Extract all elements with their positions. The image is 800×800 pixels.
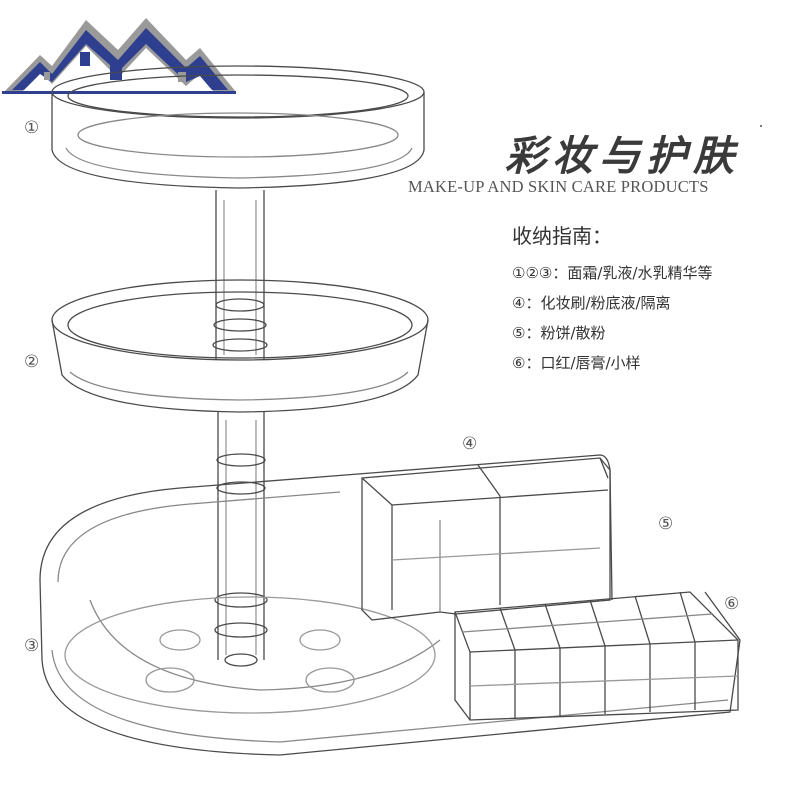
callout-4: ④ — [462, 434, 478, 454]
guide-line-3: ⑤：粉饼/散粉 — [512, 324, 606, 342]
compartment-block — [361, 457, 611, 621]
guide-line-2: ④：化妆刷/粉底液/隔离 — [512, 294, 671, 312]
upper-column — [212, 190, 268, 360]
title-english: MAKE-UP AND SKIN CARE PRODUCTS — [408, 177, 709, 196]
top-tray — [51, 65, 425, 189]
base-tray — [39, 454, 741, 756]
callout-3: ③ — [24, 636, 40, 656]
middle-tray — [51, 279, 429, 413]
guide-line-4: ⑥：口红/唇膏/小样 — [512, 354, 641, 372]
guide-line-1: ①②③：面霜/乳液/水乳精华等 — [512, 264, 713, 282]
guide-heading: 收纳指南： — [512, 224, 612, 248]
callout-5: ⑤ — [658, 514, 674, 534]
house-roof-logo-icon — [0, 0, 238, 98]
callout-1: ① — [24, 118, 40, 138]
lower-column — [214, 412, 268, 667]
callout-6: ⑥ — [724, 594, 740, 614]
title-chinese: 彩妆与护肤 — [505, 132, 740, 180]
lipstick-grid — [454, 591, 739, 721]
decorative-dot — [760, 125, 762, 127]
callout-2: ② — [24, 352, 40, 372]
